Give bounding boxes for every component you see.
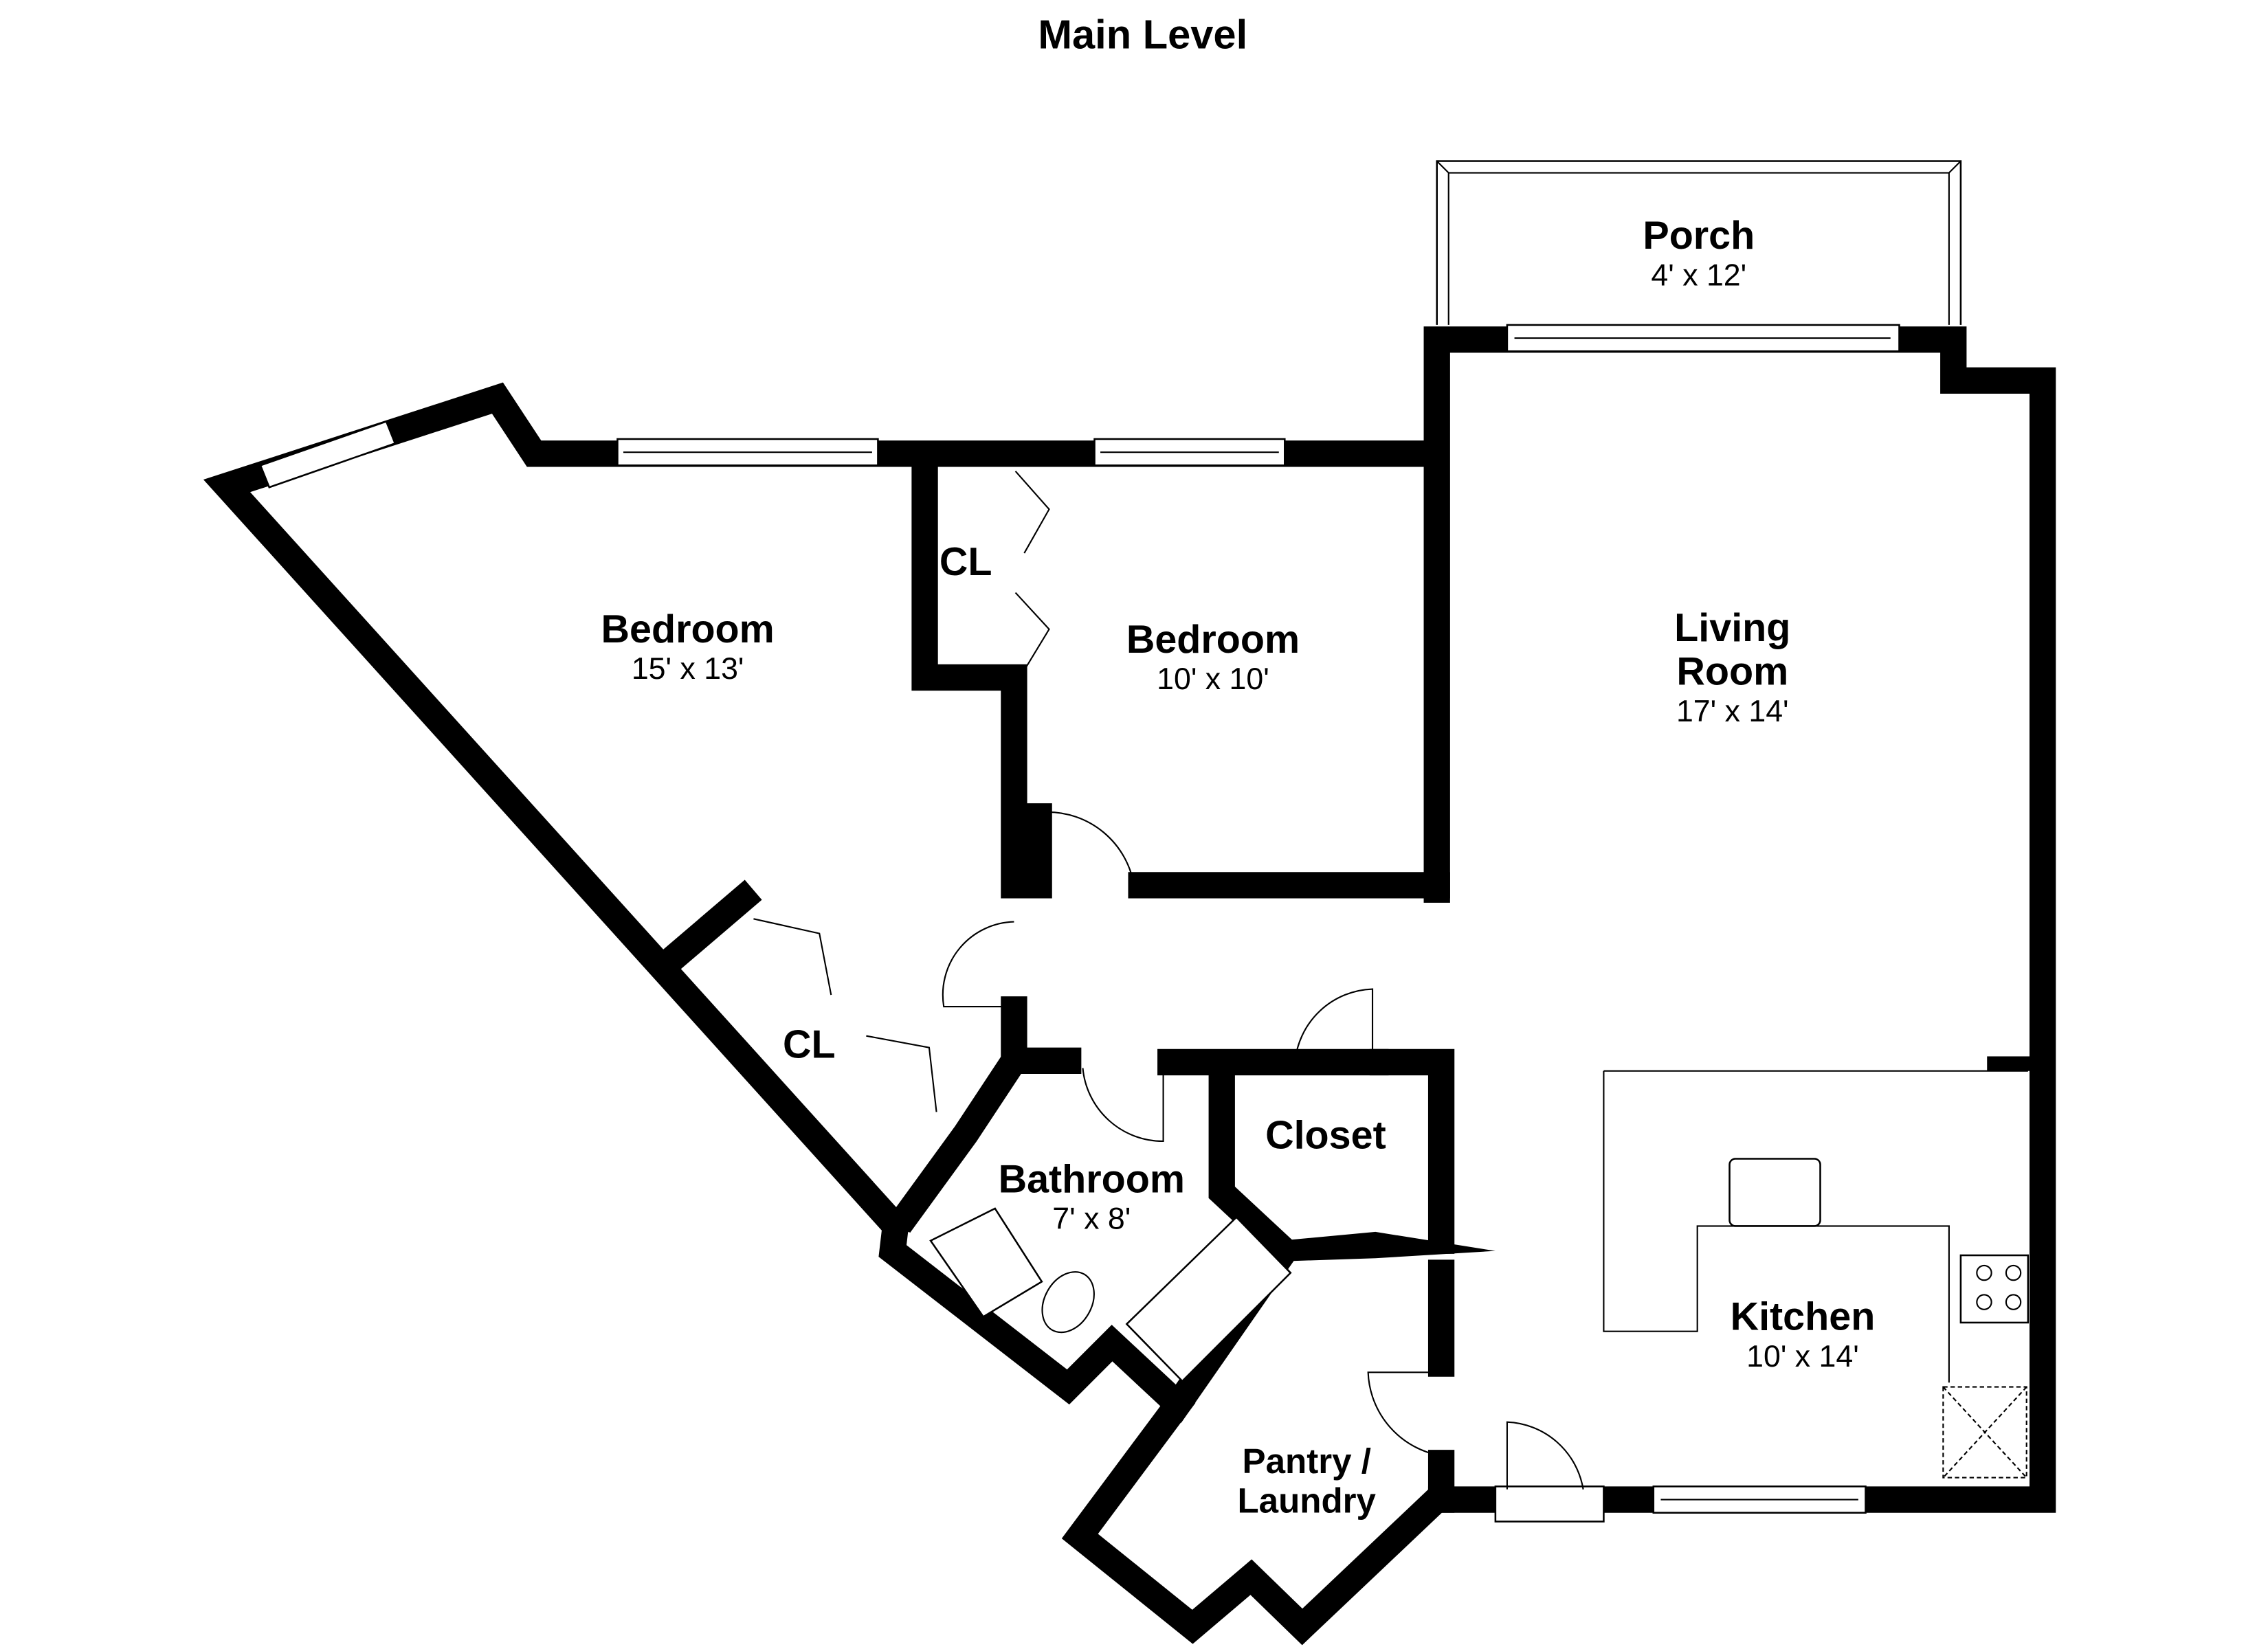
svg-text:Bedroom: Bedroom	[1126, 618, 1300, 662]
room-pantry-laundry: Pantry / Laundry	[1237, 1442, 1376, 1520]
room-living: Living Room 17' x 14'	[1674, 606, 1790, 728]
plan-title: Main Level	[1038, 12, 1247, 58]
svg-text:Room: Room	[1676, 650, 1788, 694]
svg-text:Living: Living	[1674, 606, 1790, 650]
room-kitchen: Kitchen 10' x 14'	[1731, 1295, 1876, 1373]
svg-text:17' x 14': 17' x 14'	[1676, 695, 1789, 728]
porch	[1436, 160, 1962, 325]
room-bedroom-2: Bedroom 10' x 10'	[1126, 618, 1300, 696]
windows	[259, 324, 1900, 1523]
room-closet: Closet	[1265, 1114, 1386, 1158]
svg-text:Bedroom: Bedroom	[601, 607, 775, 651]
room-bedroom-1: Bedroom 15' x 13'	[601, 607, 775, 686]
svg-text:4' x 12': 4' x 12'	[1651, 258, 1746, 292]
fixtures	[929, 1070, 2030, 1479]
room-cl-2: CL	[783, 1023, 836, 1067]
svg-text:Bathroom: Bathroom	[999, 1157, 1185, 1201]
svg-text:10' x 14': 10' x 14'	[1746, 1340, 1859, 1373]
svg-text:Kitchen: Kitchen	[1731, 1295, 1876, 1339]
svg-text:Laundry: Laundry	[1237, 1481, 1376, 1521]
svg-text:15' x 13': 15' x 13'	[632, 652, 744, 686]
room-porch: Porch 4' x 12'	[1643, 214, 1755, 292]
walls	[203, 326, 2056, 1646]
svg-text:10' x 10': 10' x 10'	[1157, 662, 1269, 696]
svg-text:Pantry /: Pantry /	[1243, 1442, 1371, 1481]
room-bathroom: Bathroom 7' x 8'	[999, 1157, 1185, 1235]
room-cl-1: CL	[940, 540, 992, 584]
svg-text:7' x 8': 7' x 8'	[1052, 1202, 1131, 1236]
doors	[753, 471, 1584, 1490]
svg-text:Porch: Porch	[1643, 214, 1755, 258]
